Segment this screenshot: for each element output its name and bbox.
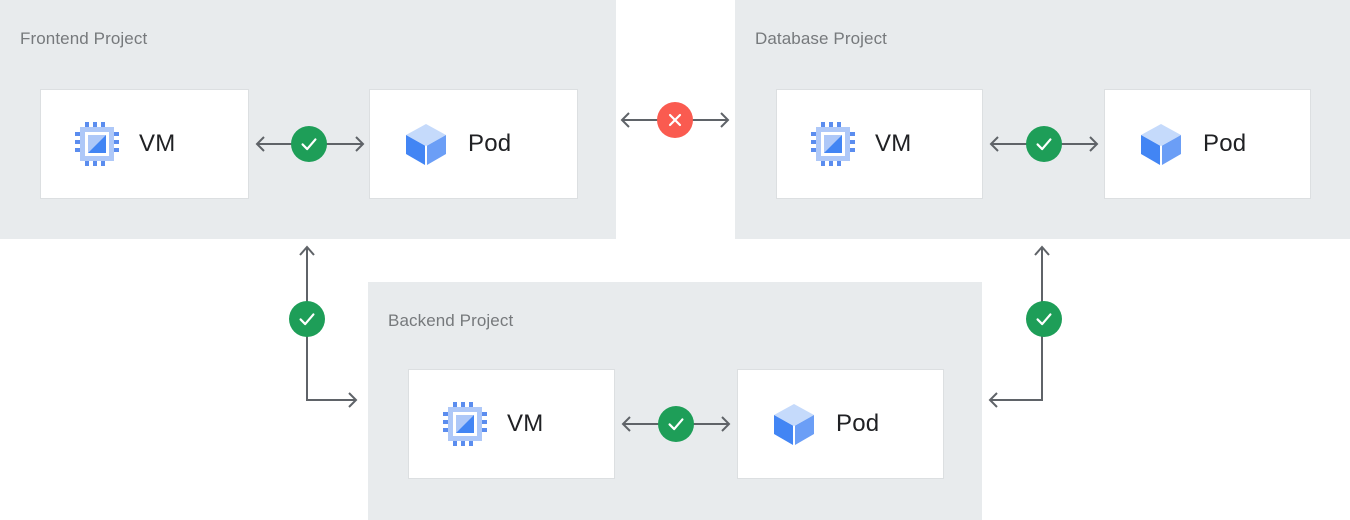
vm-chip-icon	[73, 120, 121, 168]
card-content: VM	[409, 400, 543, 448]
check-circle-icon	[1036, 313, 1052, 326]
resource-card-database-pod[interactable]: Pod	[1104, 89, 1311, 199]
resource-card-database-vm[interactable]: VM	[776, 89, 983, 199]
card-content: Pod	[738, 400, 879, 448]
status-badge-backend-internal[interactable]	[658, 406, 694, 442]
x-circle-icon	[668, 113, 682, 127]
pod-cube-icon	[1137, 120, 1185, 168]
resource-card-frontend-pod[interactable]: Pod	[369, 89, 578, 199]
panel-title-backend: Backend Project	[388, 311, 514, 330]
vm-chip-icon	[441, 400, 489, 448]
resource-card-backend-pod[interactable]: Pod	[737, 369, 944, 479]
pod-cube-icon	[770, 400, 818, 448]
check-circle-icon	[301, 138, 317, 151]
status-badge-frontend-internal[interactable]	[291, 126, 327, 162]
status-badge-database-internal[interactable]	[1026, 126, 1062, 162]
card-content: VM	[41, 120, 175, 168]
resource-label: Pod	[836, 410, 880, 437]
resource-card-backend-vm[interactable]: VM	[408, 369, 615, 479]
resource-label: Pod	[1203, 130, 1247, 157]
status-badge-backend-frontend[interactable]	[289, 301, 325, 337]
check-circle-icon	[668, 418, 684, 431]
status-badge-backend-database[interactable]	[1026, 301, 1062, 337]
check-circle-icon	[299, 313, 315, 326]
resource-card-frontend-vm[interactable]: VM	[40, 89, 249, 199]
check-circle-icon	[1036, 138, 1052, 151]
resource-label: VM	[139, 130, 176, 157]
resource-label: VM	[507, 410, 544, 437]
card-content: Pod	[370, 120, 511, 168]
status-badge-frontend-database[interactable]	[657, 102, 693, 138]
vm-chip-icon	[809, 120, 857, 168]
panel-title-database: Database Project	[755, 29, 888, 48]
resource-label: VM	[875, 130, 912, 157]
resource-label: Pod	[468, 130, 512, 157]
card-content: VM	[777, 120, 911, 168]
card-content: Pod	[1105, 120, 1246, 168]
pod-cube-icon	[402, 120, 450, 168]
panel-title-frontend: Frontend Project	[20, 29, 148, 48]
